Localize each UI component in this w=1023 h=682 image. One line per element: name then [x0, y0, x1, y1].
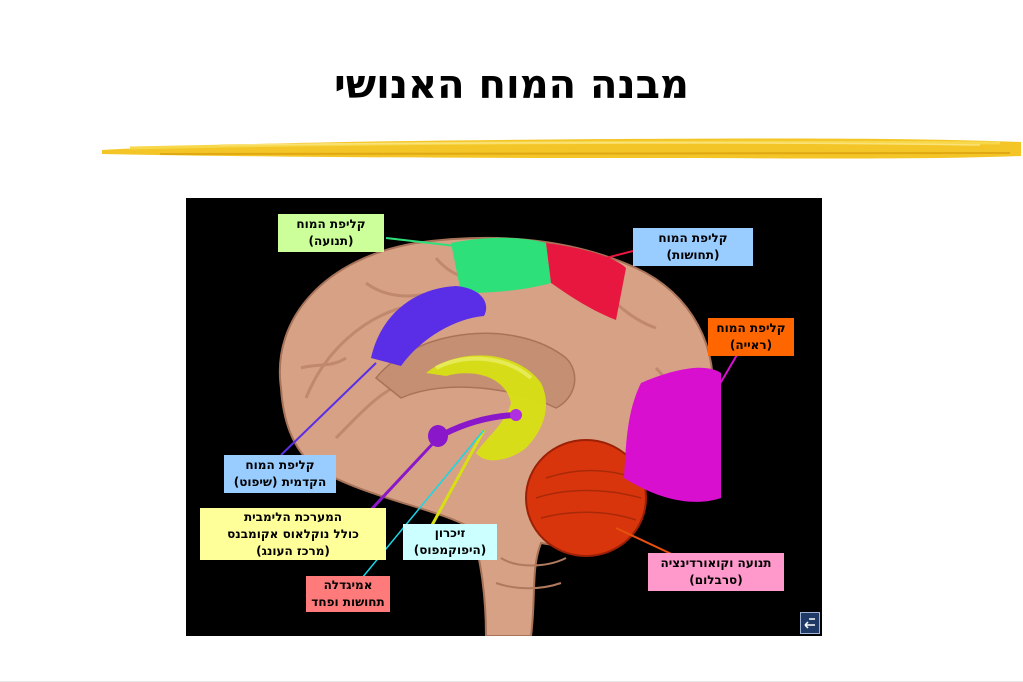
prefrontal-cortex-region [371, 286, 487, 366]
label-cerebellum: תנועה וקואורדינציה (סרבלום) [648, 553, 784, 591]
cerebellum-region [525, 439, 647, 557]
motor-cortex-region [451, 237, 551, 293]
visual-cortex-region [624, 367, 721, 502]
sensory-cortex-region [546, 243, 626, 320]
label-limbic-system: המערכת הלימבית כולל נוקלאוס אקומבנס (מרכ… [200, 508, 386, 560]
label-prefrontal-cortex: קליפת המוח הקדמית (שיפוט) [224, 455, 336, 493]
brain-illustration [278, 236, 742, 636]
return-icon[interactable] [800, 612, 820, 634]
label-memory-hippocampus: זיכרון (היפוקמפוס) [403, 524, 497, 560]
label-motor-cortex: קליפת המוח (תנועה) [278, 214, 384, 252]
limbic-region [442, 412, 517, 437]
yellow-brush-stroke [102, 138, 1021, 159]
slide-title: מבנה המוח האנושי [334, 62, 689, 108]
label-amygdala: אמיגדלה תחושות ופחד [306, 576, 390, 612]
brain-diagram-panel: קליפת המוח (תנועה) קליפת המוח (תחושות) ק… [186, 198, 822, 636]
label-sensory-cortex: קליפת המוח (תחושות) [633, 228, 753, 266]
label-visual-cortex: קליפת המוח (ראייה) [708, 318, 794, 356]
hippocampus-region [426, 355, 546, 461]
